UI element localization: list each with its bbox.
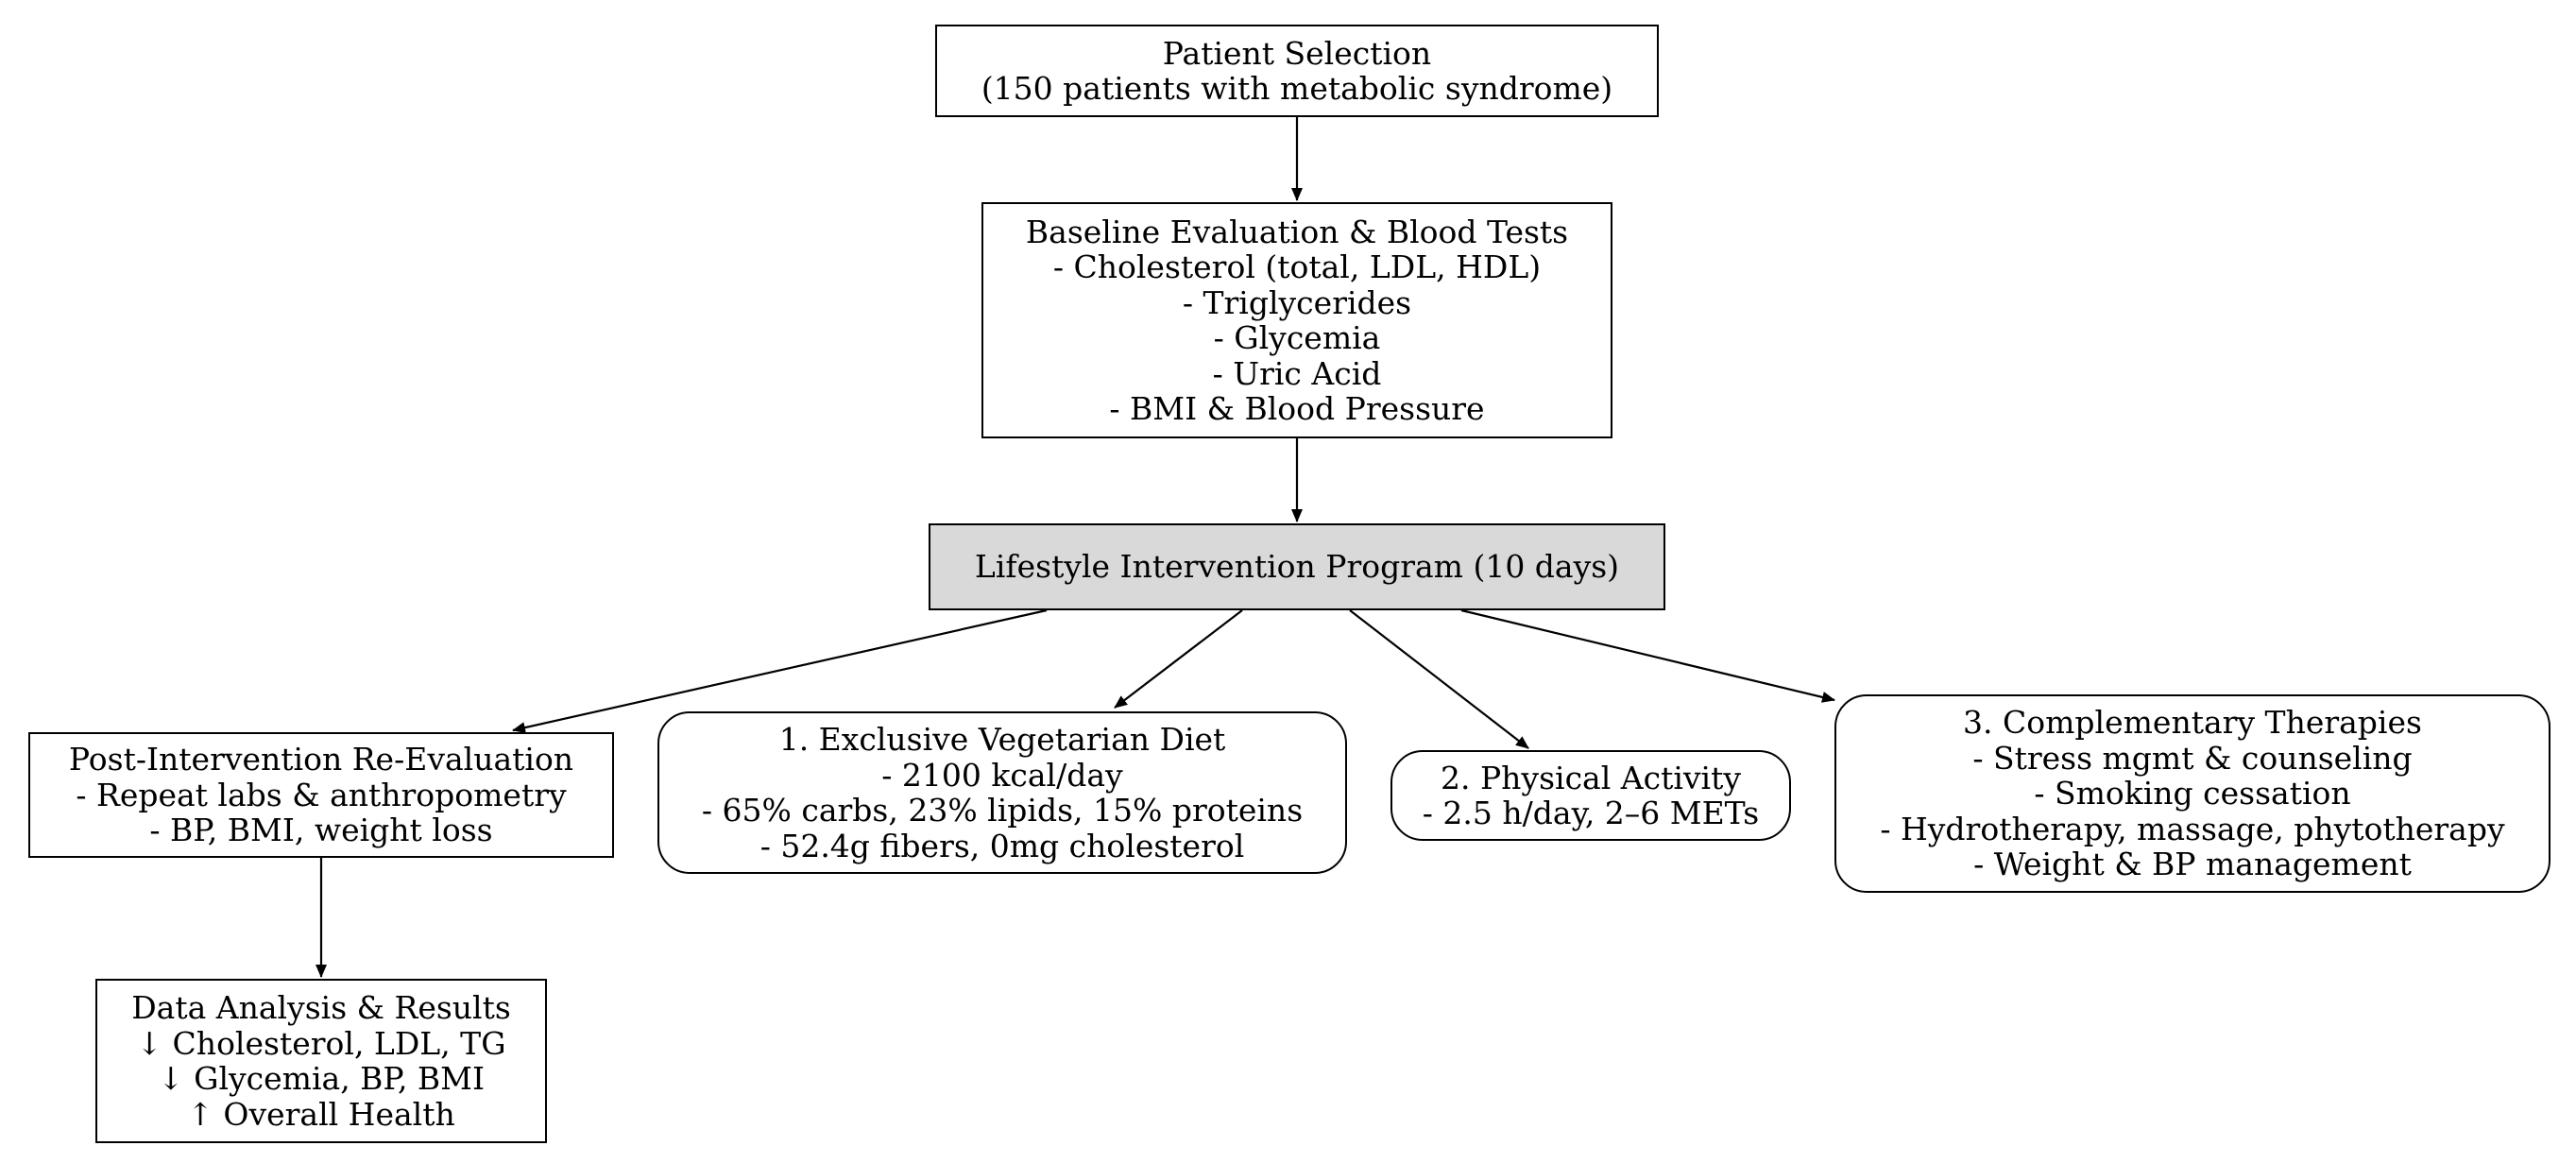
edge-lifestyle-to-diet [1114,609,1243,709]
therapies-title: 3. Complementary Therapies [1963,704,2422,742]
post-intervention-title: Post-Intervention Re-Evaluation [68,741,574,778]
complementary-therapies-node: 3. Complementary Therapies - Stress mgmt… [1834,694,2550,893]
edge-lifestyle-to-post-evaluation [512,608,1048,734]
diet-macros: - 65% carbs, 23% lipids, 15% proteins [701,792,1304,829]
therapies-smoking: - Smoking cessation [2034,775,2351,812]
post-intervention-labs: - Repeat labs & anthropometry [76,776,567,813]
therapies-stress: - Stress mgmt & counseling [1972,739,2413,777]
edge-lifestyle-to-activity [1349,609,1529,749]
diet-fibers: - 52.4g fibers, 0mg cholesterol [759,827,1245,864]
baseline-uric-acid: - Uric Acid [1212,354,1382,392]
diet-calories: - 2100 kcal/day [881,756,1123,794]
baseline-triglycerides: - Triglycerides [1182,283,1412,321]
therapies-weight-bp: - Weight & BP management [1973,846,2412,883]
patient-selection-node: Patient Selection (150 patients with met… [935,25,1659,117]
patient-selection-count: (150 patients with metabolic syndrome) [981,70,1613,107]
activity-detail: - 2.5 h/day, 2–6 METs [1422,795,1760,831]
data-analysis-results-node: Data Analysis & Results ↓ Cholesterol, L… [95,979,547,1143]
post-intervention-metrics: - BP, BMI, weight loss [149,812,493,849]
lifestyle-intervention-node: Lifestyle Intervention Program (10 days) [929,523,1665,610]
edge-lifestyle-to-therapies [1460,608,1835,703]
patient-selection-title: Patient Selection [1162,34,1432,72]
lifestyle-intervention-title: Lifestyle Intervention Program (10 days) [974,548,1620,586]
activity-title: 2. Physical Activity [1441,759,1741,796]
diet-title: 1. Exclusive Vegetarian Diet [778,721,1226,758]
results-overall-health: ↑ Overall Health [187,1095,455,1133]
baseline-glycemia: - Glycemia [1213,319,1381,356]
post-intervention-node: Post-Intervention Re-Evaluation - Repeat… [28,732,614,858]
results-glycemia: ↓ Glycemia, BP, BMI [157,1060,486,1097]
therapies-hydrotherapy: - Hydrotherapy, massage, phytotherapy [1880,810,2505,847]
baseline-title: Baseline Evaluation & Blood Tests [1025,213,1569,250]
baseline-evaluation-node: Baseline Evaluation & Blood Tests - Chol… [981,202,1612,438]
baseline-bmi-bp: - BMI & Blood Pressure [1109,390,1485,427]
results-title: Data Analysis & Results [131,989,511,1026]
results-cholesterol: ↓ Cholesterol, LDL, TG [136,1024,506,1062]
baseline-cholesterol: - Cholesterol (total, LDL, HDL) [1052,248,1542,285]
vegetarian-diet-node: 1. Exclusive Vegetarian Diet - 2100 kcal… [657,711,1347,874]
physical-activity-node: 2. Physical Activity - 2.5 h/day, 2–6 ME… [1390,750,1791,841]
